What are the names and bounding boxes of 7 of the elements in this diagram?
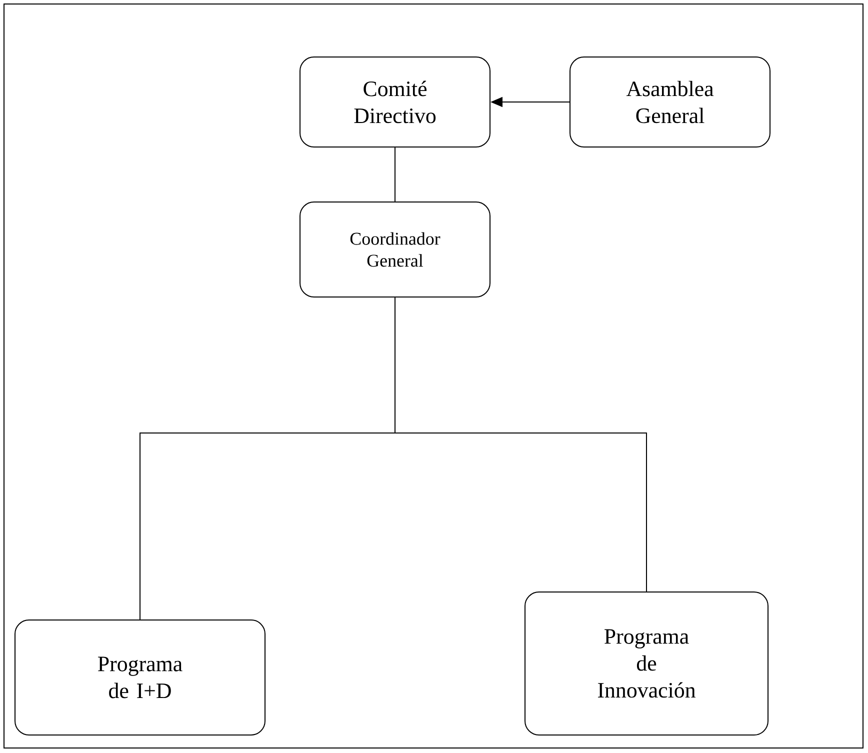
process-box: Programa de Innovación <box>524 592 768 736</box>
process-box: Coordinador General <box>300 202 490 298</box>
process-box: Programa de I+D <box>14 620 266 736</box>
process-box: Asamblea General <box>570 56 770 148</box>
connector-line <box>394 147 396 202</box>
connector-line <box>394 297 647 592</box>
process-box: Comité Directivo <box>300 56 490 148</box>
